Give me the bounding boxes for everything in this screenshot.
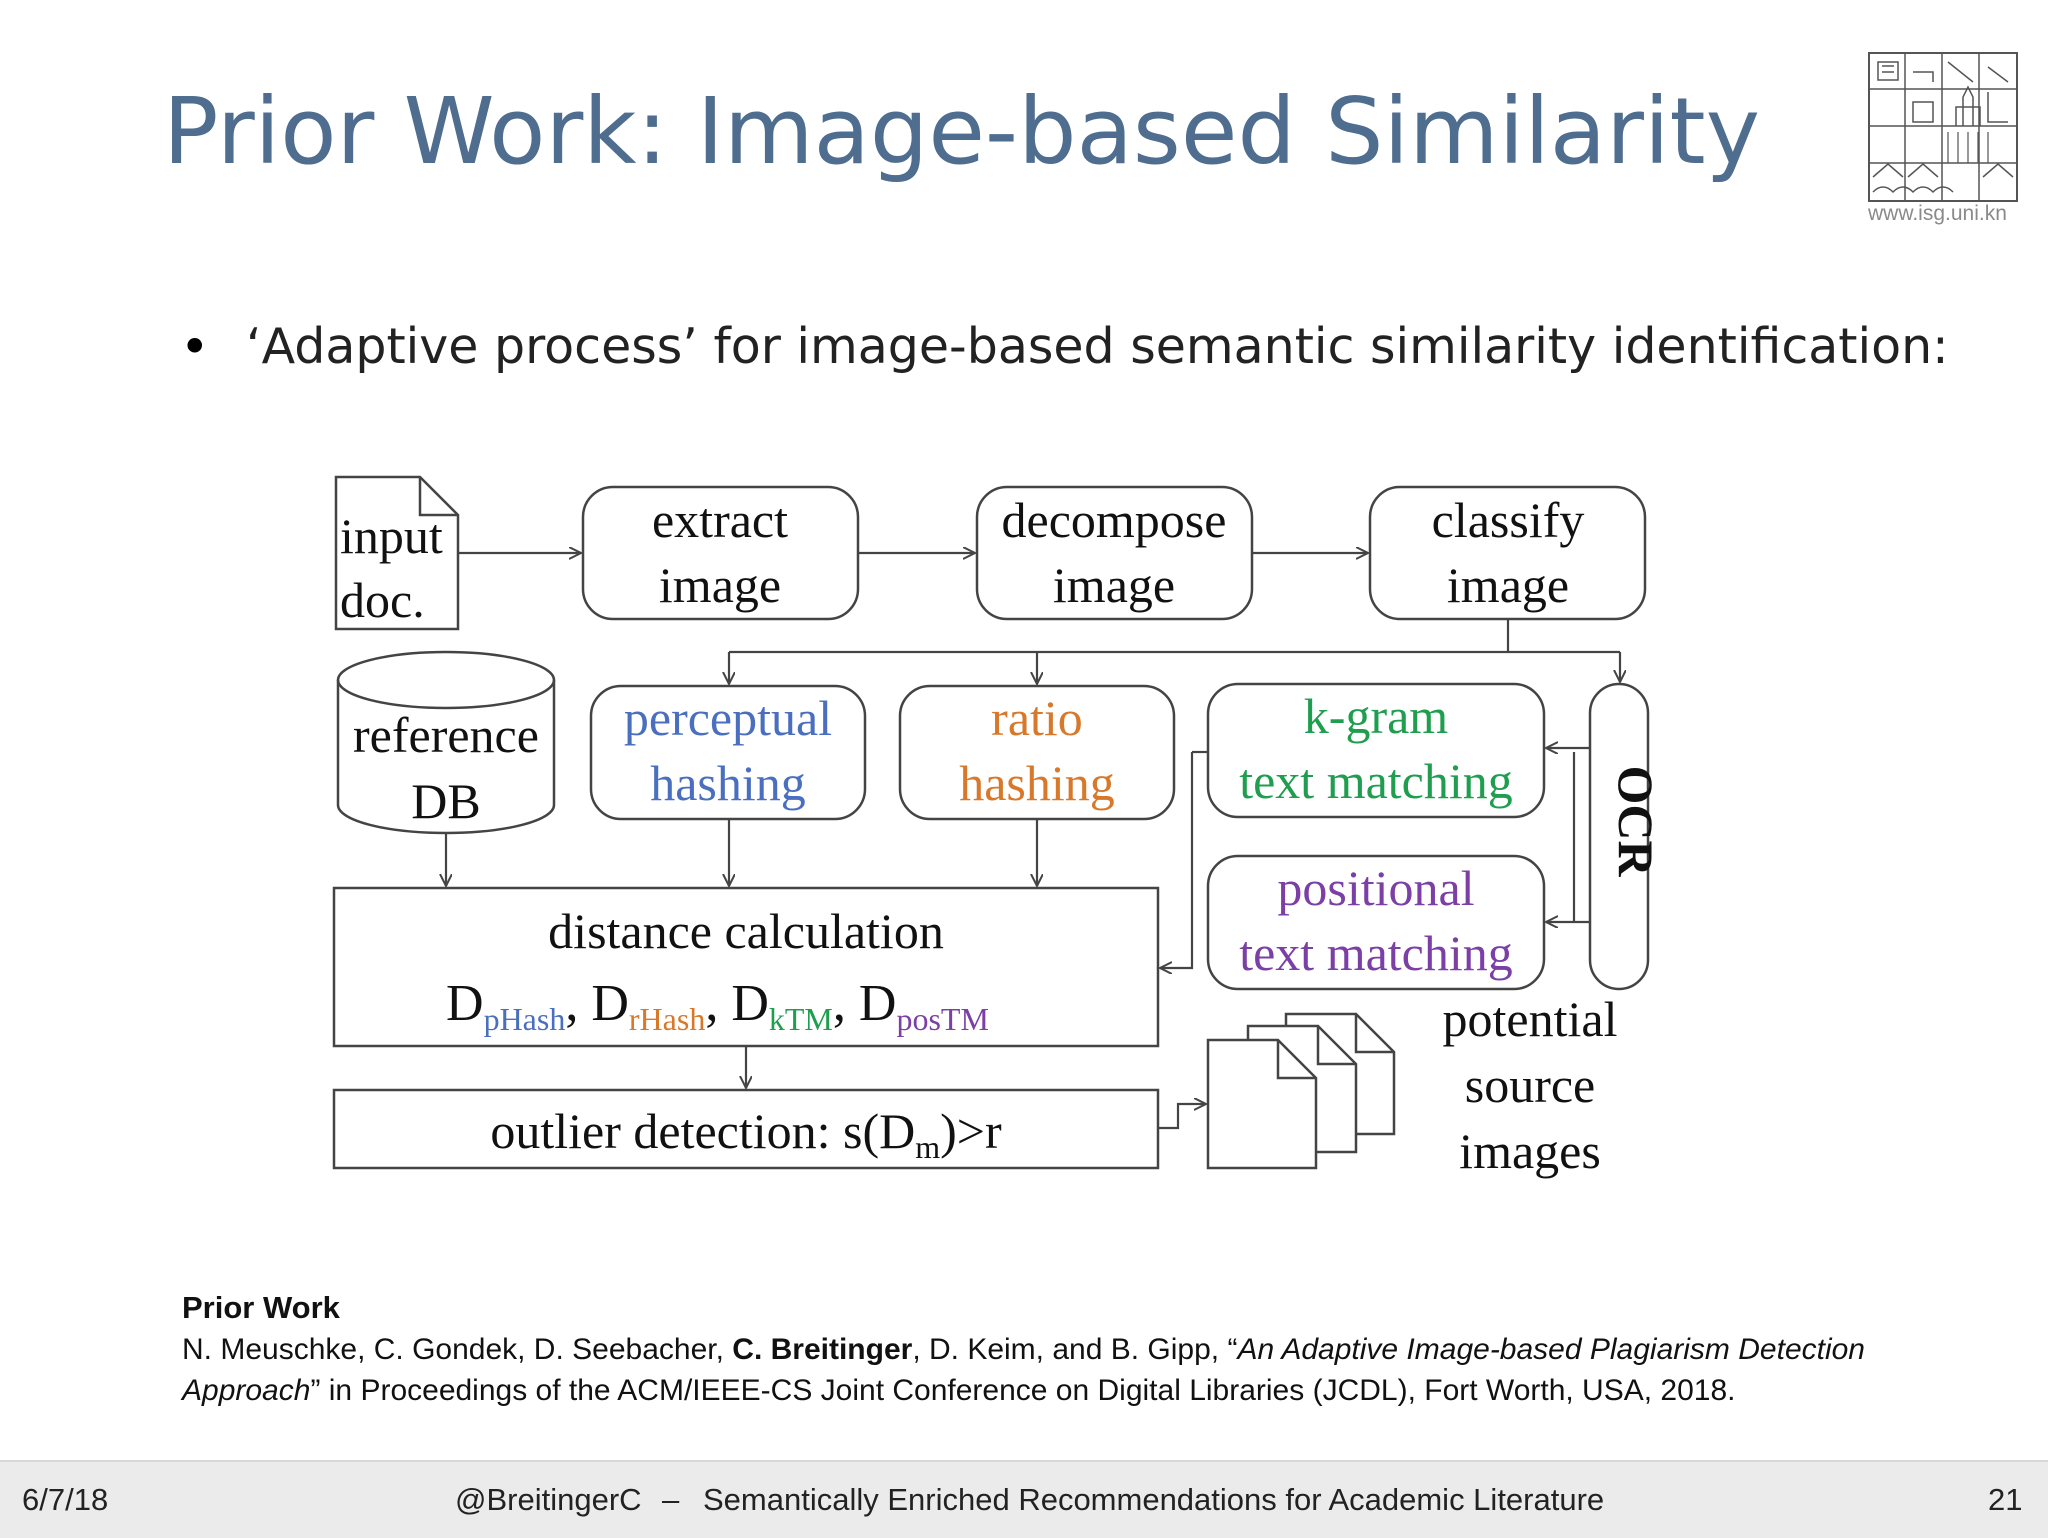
footer-dash: – bbox=[662, 1482, 680, 1517]
positional-label-1: positional bbox=[1277, 860, 1474, 916]
slide-footer: 6/7/18 @BreitingerC – Semantically Enric… bbox=[0, 1460, 2048, 1538]
footer-page-number: 21 bbox=[1988, 1482, 2023, 1517]
footer-handle: @BreitingerC bbox=[455, 1482, 642, 1517]
potential-label-3: images bbox=[1459, 1123, 1601, 1179]
input-doc-label-1: input bbox=[340, 508, 443, 564]
reference-heading: Prior Work bbox=[182, 1290, 340, 1325]
reference-db-label-1: reference bbox=[353, 707, 539, 763]
ratio-label-2: hashing bbox=[959, 755, 1115, 811]
input-doc-label-2: doc. bbox=[340, 572, 425, 628]
logo-url: www.isg.uni.kn bbox=[1868, 202, 2007, 225]
perceptual-label-1: perceptual bbox=[624, 690, 832, 746]
outlier-label: outlier detection: s(Dm)>r bbox=[490, 1103, 1002, 1165]
classify-label-2: image bbox=[1447, 557, 1569, 613]
university-logo bbox=[1868, 52, 2018, 202]
slide-title: Prior Work: Image-based Similarity bbox=[163, 78, 1761, 185]
input-doc-shape bbox=[334, 475, 460, 631]
bullet-marker: • bbox=[180, 318, 210, 376]
potential-label-1: potential bbox=[1443, 991, 1618, 1047]
extract-label-2: image bbox=[659, 557, 781, 613]
bullet-text: ‘Adaptive process’ for image-based seman… bbox=[246, 318, 1949, 375]
footer-talk-title: Semantically Enriched Recommendations fo… bbox=[703, 1482, 1605, 1517]
decompose-label-2: image bbox=[1053, 557, 1175, 613]
potential-label-2: source bbox=[1465, 1057, 1596, 1113]
positional-label-2: text matching bbox=[1239, 925, 1513, 981]
reference-line-1: N. Meuschke, C. Gondek, D. Seebacher, C.… bbox=[182, 1333, 1865, 1366]
reference-line-2: Approach” in Proceedings of the ACM/IEEE… bbox=[182, 1374, 1736, 1407]
distance-terms: DpHash, DrHash, DkTM, DposTM bbox=[446, 975, 989, 1037]
kgram-label-2: text matching bbox=[1239, 753, 1513, 809]
distance-title: distance calculation bbox=[548, 903, 944, 959]
decompose-label-1: decompose bbox=[1002, 492, 1227, 548]
reference-db-label-2: DB bbox=[411, 773, 480, 829]
classify-label-1: classify bbox=[1432, 492, 1585, 548]
footer-date: 6/7/18 bbox=[22, 1482, 109, 1517]
perceptual-label-2: hashing bbox=[650, 755, 806, 811]
ratio-label-1: ratio bbox=[991, 690, 1083, 746]
kgram-label-1: k-gram bbox=[1304, 688, 1448, 744]
ocr-label: OCR bbox=[1608, 765, 1664, 877]
process-diagram: input doc. extract image decompose image… bbox=[332, 475, 1664, 1179]
ocr-box bbox=[1588, 682, 1650, 991]
extract-label-1: extract bbox=[652, 492, 788, 548]
